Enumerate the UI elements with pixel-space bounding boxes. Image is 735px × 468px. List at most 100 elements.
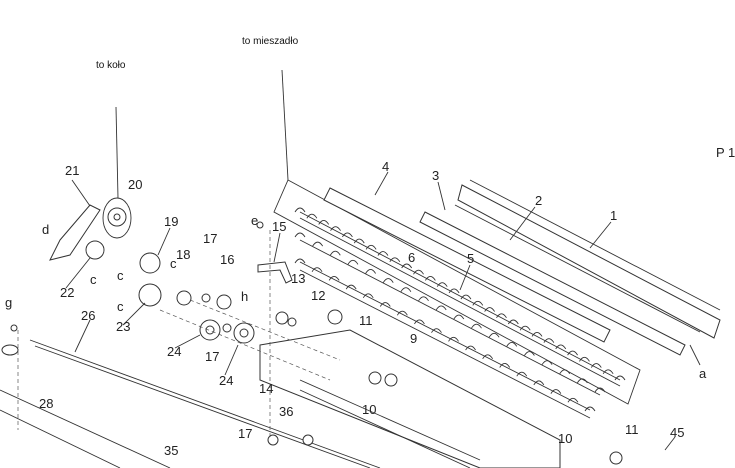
spiral-blade — [312, 241, 324, 247]
spiral-blade — [431, 328, 442, 333]
spiral-blade — [329, 250, 341, 256]
spiral-blade — [533, 380, 545, 386]
part-label: 22 — [60, 285, 74, 300]
part-label: 24 — [167, 344, 181, 359]
spiral-blade — [460, 294, 472, 300]
part-label: e — [251, 213, 258, 228]
spiral-blade — [418, 296, 429, 302]
label-leaders — [65, 171, 701, 451]
spiral-blade — [448, 336, 459, 342]
spiral-blade — [342, 232, 353, 238]
part-label: h — [241, 289, 248, 304]
spiral-blade — [472, 300, 484, 306]
spiral-blade — [471, 323, 482, 329]
part-label: 9 — [410, 331, 417, 346]
spiral-blade — [294, 258, 306, 264]
part-label: 18 — [176, 247, 190, 262]
agitator-spirals — [294, 207, 626, 412]
spiral-blade — [436, 282, 448, 287]
agitator-pointer-line — [281, 69, 289, 181]
spiral-blade — [482, 354, 494, 360]
part-label: 11 — [625, 422, 639, 437]
spiral-blade — [614, 375, 626, 381]
lower-frame — [0, 329, 561, 468]
part-label: 23 — [116, 319, 130, 334]
part-label: 21 — [65, 163, 79, 178]
spiral-blade — [330, 226, 341, 231]
spiral-blade — [294, 232, 306, 238]
spiral-blade — [311, 267, 323, 272]
part-label: 17 — [203, 231, 217, 246]
part-label: 24 — [219, 373, 233, 388]
assembly-guides — [17, 230, 341, 440]
part-label: d — [42, 222, 49, 237]
part-label: 26 — [81, 308, 95, 323]
part-labels: 21 20 d 19 c 18 c 17 16 e 15 13 12 h 22 … — [5, 159, 707, 458]
part-label: 28 — [39, 396, 53, 411]
spiral-blade — [353, 238, 365, 244]
spiral-blade — [294, 207, 306, 213]
spiral-blade — [328, 275, 340, 281]
roller-and-bars — [323, 179, 721, 356]
spiral-blade — [516, 371, 528, 377]
spiral-blade — [559, 369, 571, 375]
spiral-blade — [506, 341, 518, 347]
part-label: 13 — [291, 271, 305, 286]
spiral-blade — [377, 251, 389, 256]
spiral-blade — [365, 269, 376, 274]
part-label: c — [117, 268, 124, 283]
spiral-blade — [488, 332, 500, 338]
part-label: 45 — [670, 425, 684, 440]
part-label: 1 — [610, 208, 617, 223]
spiral-blade — [401, 263, 413, 269]
part-label: 3 — [432, 168, 439, 183]
part-label: 17 — [205, 349, 219, 364]
part-label: c — [90, 272, 97, 287]
spiral-blade — [550, 389, 562, 394]
spiral-blade — [519, 325, 531, 331]
spiral-blade — [499, 363, 511, 368]
spiral-blade — [524, 351, 535, 356]
part-label: 5 — [467, 251, 474, 266]
spiral-blade — [345, 284, 357, 290]
page-marker: P 1 — [716, 145, 735, 160]
part-label: 4 — [382, 159, 389, 174]
spiral-blade — [531, 332, 543, 337]
spiral-blade — [400, 287, 412, 292]
gears — [1, 204, 623, 465]
spiral-blade — [379, 302, 391, 307]
part-label: c — [117, 299, 124, 314]
spiral-blade — [365, 244, 377, 250]
spiral-blade — [435, 305, 447, 311]
spiral-blade — [424, 276, 436, 281]
part-label: 6 — [408, 250, 415, 265]
spiral-blade — [555, 344, 567, 350]
part-label: 2 — [535, 193, 542, 208]
part-label: 11 — [359, 313, 373, 328]
part-label: 20 — [128, 177, 142, 192]
spiral-blade — [465, 345, 476, 351]
spiral-blade — [567, 397, 579, 403]
agitator-note: to mieszadło — [242, 36, 299, 47]
spiral-blade — [396, 310, 408, 316]
part-label: 10 — [558, 431, 572, 446]
part-label: 15 — [272, 219, 286, 234]
spiral-blade — [362, 293, 374, 299]
part-label: g — [5, 295, 12, 310]
spiral-blade — [507, 319, 519, 325]
spiral-blade — [448, 288, 460, 294]
spiral-blade — [567, 350, 578, 356]
spiral-blade — [543, 338, 555, 343]
part-label: 36 — [279, 404, 293, 419]
spiral-blade — [318, 220, 330, 225]
spiral-blade — [306, 213, 318, 219]
wheel-note: to koło — [96, 60, 126, 71]
part-label: 16 — [220, 252, 234, 267]
part-label: 17 — [238, 426, 252, 441]
part-label: 14 — [259, 381, 273, 396]
spiral-blade — [496, 313, 507, 319]
spiral-blade — [576, 378, 588, 384]
spiral-blade — [584, 406, 596, 412]
part-label: 35 — [164, 443, 178, 458]
